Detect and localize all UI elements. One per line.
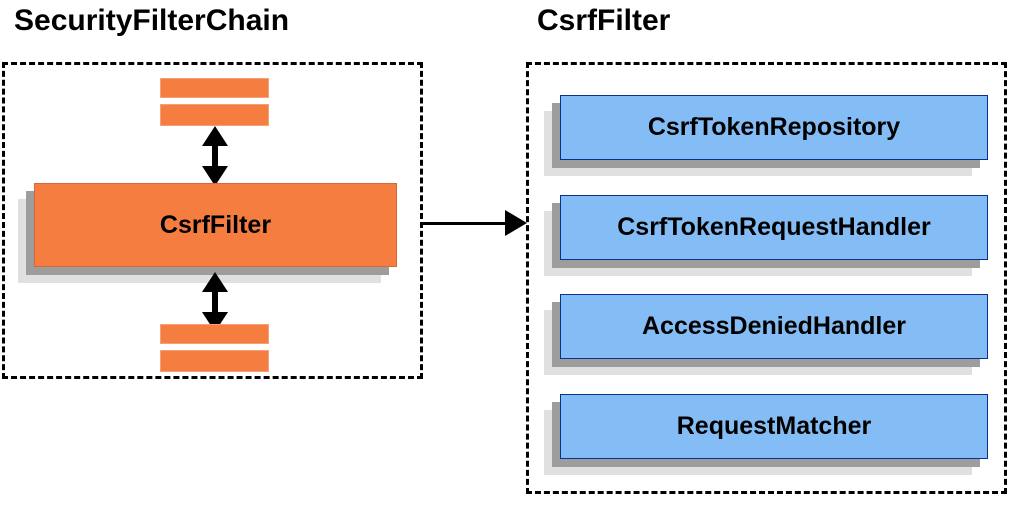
collaborator-label: CsrfTokenRequestHandler [560, 195, 988, 260]
collaborator-box-csrftokenrepository[interactable]: CsrfTokenRepository [544, 95, 988, 176]
filter-bar-bottom-2 [160, 350, 269, 372]
collaborator-box-csrftokenrequesthandler[interactable]: CsrfTokenRequestHandler [544, 195, 988, 276]
link-arrow-head-icon [505, 210, 527, 236]
collaborator-label: RequestMatcher [560, 394, 988, 459]
right-panel-title: CsrfFilter [537, 4, 671, 37]
left-panel-title: SecurityFilterChain [14, 4, 290, 37]
filter-bar-bottom-1 [160, 324, 269, 344]
csrffilter-collaborators-panel [526, 62, 1007, 494]
arrow-shaft-bottom [212, 286, 218, 316]
collaborator-label: CsrfTokenRepository [560, 95, 988, 160]
link-arrow-shaft [422, 222, 507, 225]
arrow-head-up-bottom [202, 272, 228, 292]
collaborator-label: AccessDeniedHandler [560, 294, 988, 359]
security-filter-chain-panel [2, 62, 423, 379]
filter-bar-top-1 [160, 78, 269, 98]
csrffilter-highlight-box[interactable]: CsrfFilter [18, 183, 397, 283]
collaborator-box-accessdeniedhandler[interactable]: AccessDeniedHandler [544, 294, 988, 375]
arrow-head-down-top [202, 166, 228, 186]
arrow-head-up-top [202, 126, 228, 146]
arrow-shaft-top [212, 140, 218, 170]
filter-bar-top-2 [160, 104, 269, 126]
collaborator-box-requestmatcher[interactable]: RequestMatcher [544, 394, 988, 475]
csrffilter-box-label: CsrfFilter [34, 183, 397, 267]
